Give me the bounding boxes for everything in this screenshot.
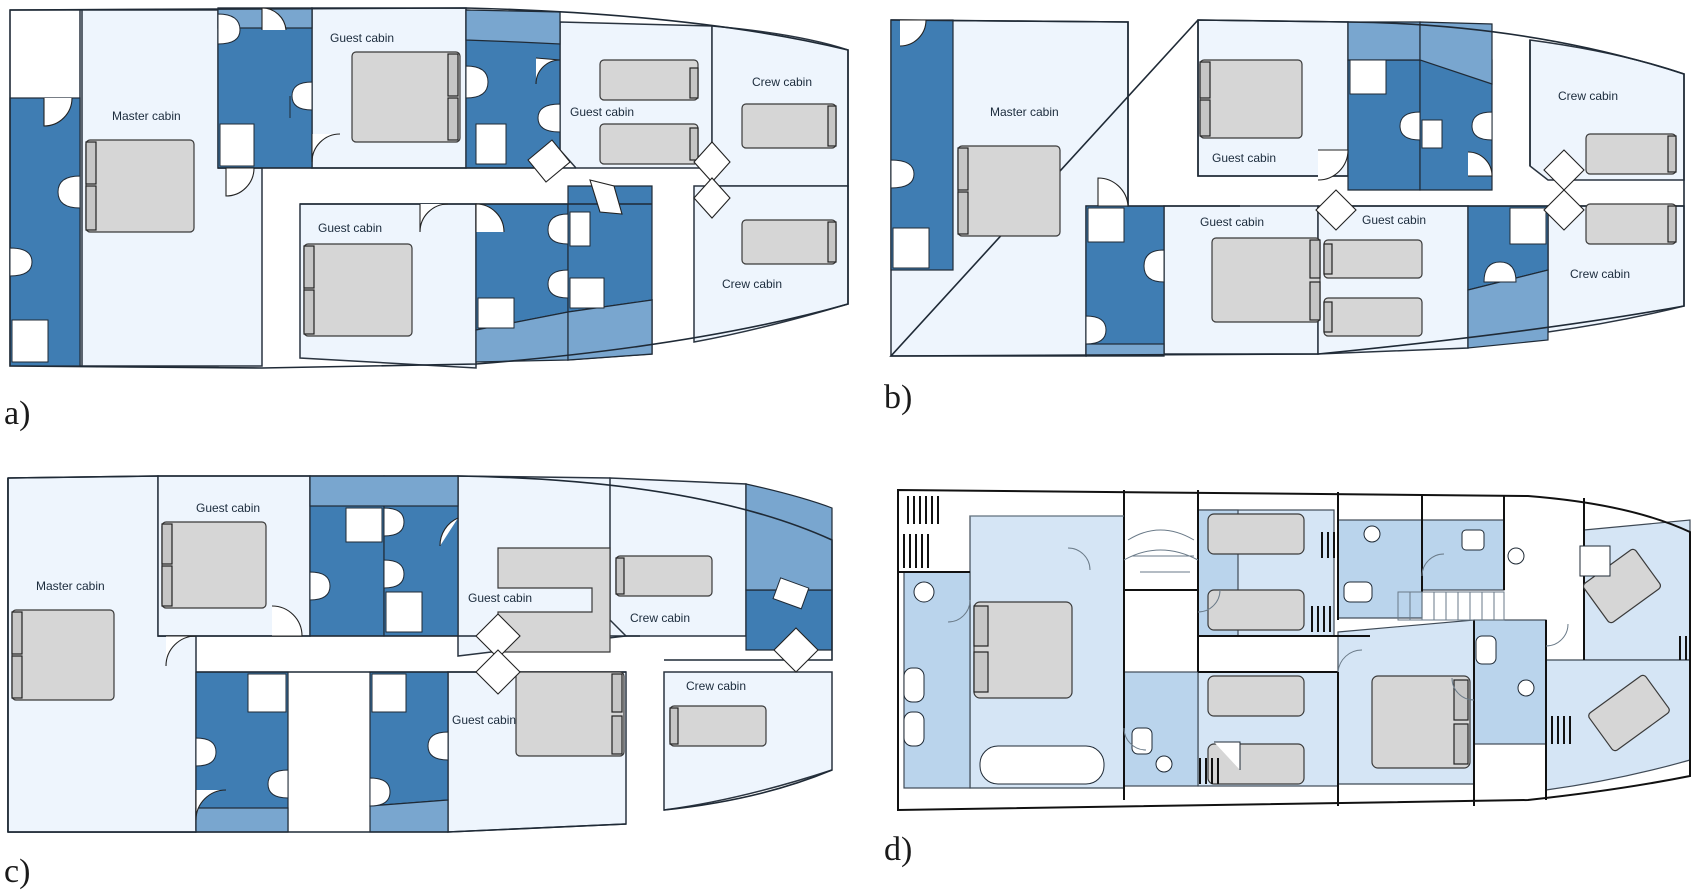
bed-c-guest-2 — [497, 547, 611, 653]
bed-c-guest-3 — [515, 671, 625, 757]
bed-b-guest-1 — [1199, 59, 1303, 139]
room-label: Crew cabin — [1570, 267, 1630, 281]
room-label: Guest cabin — [1212, 151, 1276, 165]
panel-label-c: c) — [4, 853, 30, 890]
room-label: Crew cabin — [752, 75, 812, 89]
plan-a: Master cabin Guest cabin Guest cabin Gue… — [4, 7, 849, 432]
room-label: Crew cabin — [630, 611, 690, 625]
bed-b-guest-2 — [1211, 237, 1321, 323]
bed-d-master — [973, 601, 1073, 699]
room-label: Crew cabin — [686, 679, 746, 693]
bed-c-crew-1 — [615, 555, 713, 597]
room-label: Guest cabin — [468, 591, 532, 605]
bed-b-guest-3b — [1323, 297, 1423, 337]
bed-c-guest-1 — [161, 521, 267, 609]
plan-b: Master cabin Guest cabin Guest cabin Gue… — [884, 19, 1685, 416]
panel-label-d: d) — [884, 831, 912, 868]
bed-a-master — [85, 139, 195, 233]
bed-b-guest-3a — [1323, 239, 1423, 279]
bed-d-guest-1a — [1207, 513, 1305, 555]
room-label: Guest cabin — [318, 221, 382, 235]
panel-label-b: b) — [884, 379, 912, 416]
room-label: Guest cabin — [570, 105, 634, 119]
room-label: Guest cabin — [1200, 215, 1264, 229]
bed-a-guest-2 — [303, 243, 413, 337]
bed-c-crew-2 — [669, 705, 767, 747]
plan-c: Master cabin Guest cabin Guest cabin Gue… — [4, 475, 833, 890]
room-label: Master cabin — [36, 579, 105, 593]
bed-d-vip — [1371, 675, 1471, 769]
room-label: Crew cabin — [722, 277, 782, 291]
bed-d-guest-2a — [1207, 675, 1305, 717]
bed-b-crew-2 — [1585, 203, 1677, 245]
bed-a-guest-1 — [351, 51, 461, 143]
bed-a-guest-3b — [599, 123, 699, 165]
bed-a-crew-1 — [741, 103, 837, 149]
bed-b-crew-1 — [1585, 133, 1677, 175]
bed-d-crew-2 — [1588, 674, 1670, 752]
room-label: Guest cabin — [1362, 213, 1426, 227]
panel-label-a: a) — [4, 395, 30, 432]
bathroom-d-4 — [1421, 519, 1505, 591]
bed-c-master — [11, 609, 115, 701]
bed-a-crew-2 — [741, 219, 837, 265]
bed-b-master — [957, 145, 1061, 237]
room-label: Guest cabin — [330, 31, 394, 45]
room-label: Guest cabin — [452, 713, 516, 727]
plan-d: d) — [884, 488, 1691, 868]
room-label: Master cabin — [990, 105, 1059, 119]
room-label: Guest cabin — [196, 501, 260, 515]
room-label: Crew cabin — [1558, 89, 1618, 103]
bed-d-guest-1b — [1207, 589, 1305, 631]
bed-a-guest-3a — [599, 59, 699, 101]
room-label: Master cabin — [112, 109, 181, 123]
